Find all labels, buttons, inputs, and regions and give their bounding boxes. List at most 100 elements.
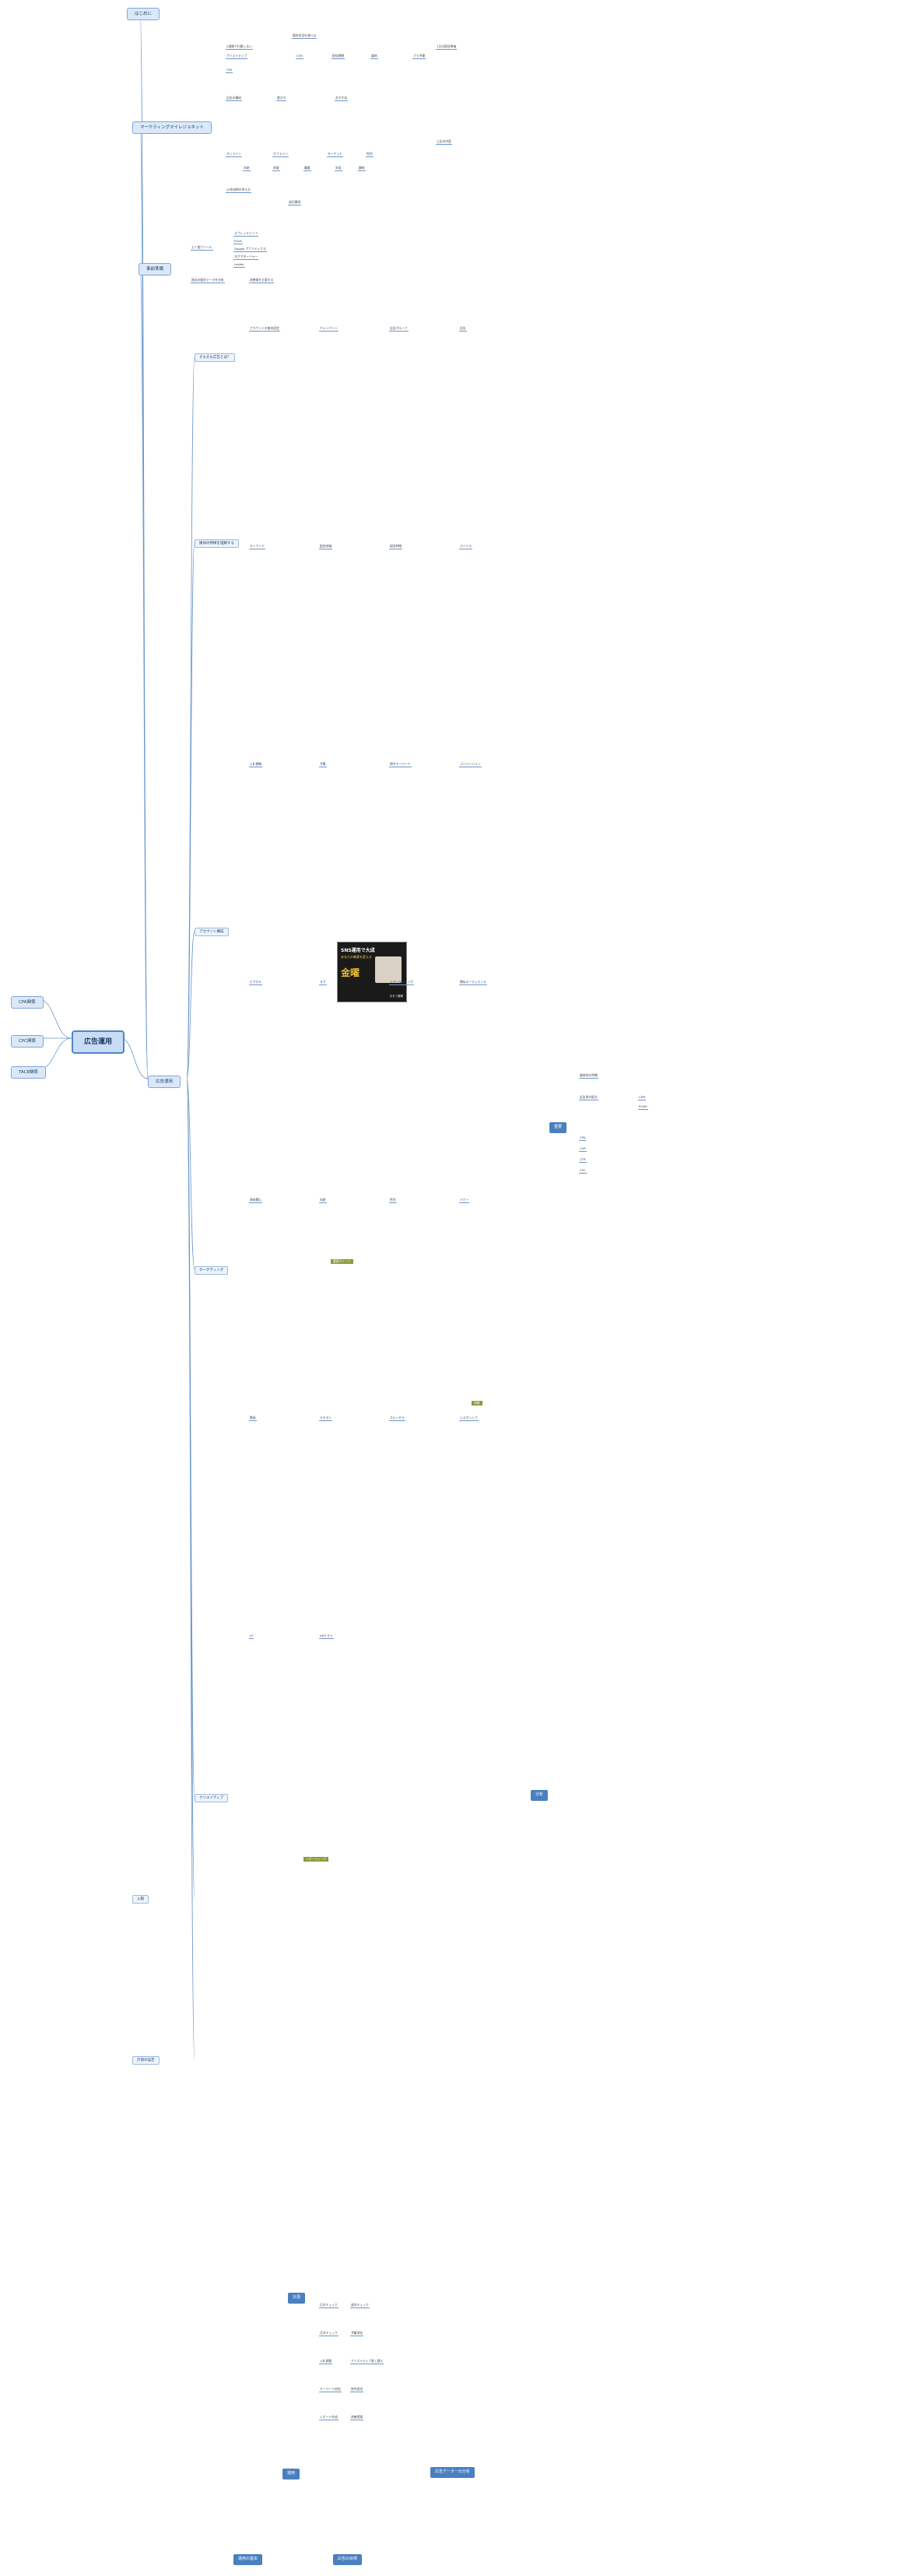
item-leaf-r: 年齢: [319, 1198, 327, 1203]
item-leaf-q: 興味関心: [249, 1198, 263, 1203]
bottom-right-analysis[interactable]: 広告データーの分析: [430, 2467, 475, 2478]
section-account-structure[interactable]: アカウント構成: [195, 928, 229, 937]
item-leaf-u: 動画: [249, 1416, 257, 1421]
item-leaf-x: レスポンシブ: [459, 1416, 479, 1421]
right-box-row-7: CPM: [638, 1095, 647, 1100]
ad-banner-gold-text: 金曜: [341, 967, 360, 978]
item-leaf-w: カルーセル: [389, 1416, 405, 1421]
bottom-leaf-3: 月次チェック: [319, 2331, 338, 2336]
connector: [186, 1078, 195, 1270]
connector: [186, 356, 195, 1079]
marketing-leaf-21: 年収: [335, 166, 342, 171]
item-leaf-c: 広告グループ: [389, 326, 409, 332]
mid-important-badge: 重要ポイント: [331, 1259, 353, 1265]
item-leaf-l: コンバージョン: [459, 762, 482, 767]
marketing-leaf-19: 地域: [272, 166, 280, 171]
marketing-leaf-8: 1日の配信単価: [436, 44, 458, 50]
marketing-leaf-10: 広告の構成: [226, 96, 242, 101]
item-leaf-b: キャンペーン: [319, 326, 338, 332]
connector: [186, 542, 195, 1079]
section-media-features[interactable]: 媒体の特徴を理解する: [195, 539, 239, 549]
item-leaf-s: 性別: [389, 1198, 397, 1203]
intro-node[interactable]: はじめに: [127, 8, 160, 21]
marketing-leaf-4: CVR: [296, 54, 303, 59]
connector: [186, 930, 195, 1079]
marketing-leaf-5: 配信期間: [331, 54, 346, 59]
connector: [120, 1037, 149, 1079]
bottom-leaf-8: 除外設定: [350, 2387, 364, 2392]
bottom-leaf-9: レポート作成: [319, 2415, 338, 2420]
marketing-leaf-18: 年齢: [243, 166, 251, 171]
bottom-leaf-5: 入札調整: [319, 2359, 333, 2364]
item-leaf-z: ABテスト: [319, 1634, 334, 1639]
right-box-row-8: ROAS: [638, 1104, 648, 1110]
marketing-leaf-2: 競合状況を調べる: [292, 33, 317, 39]
marketing-leaf-23: LP作成時の考え方: [226, 188, 251, 193]
item-leaf-y: LP: [249, 1634, 254, 1639]
right-box-row-6: CPC: [579, 1168, 587, 1174]
marketing-leaf-24: 成功事例: [288, 200, 302, 205]
item-leaf-k: 除外キーワード: [389, 762, 412, 767]
bottom-block-operation[interactable]: 運用: [282, 2469, 300, 2479]
item-leaf-a: アカウントの基本設定: [249, 326, 280, 332]
section-targeting[interactable]: ターゲティング: [195, 1266, 229, 1276]
section-entry[interactable]: 入稿: [132, 1895, 149, 1904]
connector: [38, 1037, 72, 1070]
left-branch-tace[interactable]: TACE関係: [11, 1066, 46, 1079]
ad-banner-caption: 今すぐ登録: [389, 995, 404, 998]
review-leaf-5: タグマネージャー: [233, 254, 259, 260]
item-leaf-h: デバイス: [459, 544, 473, 549]
item-leaf-v: テキスト: [319, 1416, 333, 1421]
marketing-leaf-7: プラ予算: [412, 54, 426, 59]
connector: [139, 265, 149, 1079]
item-leaf-t: バナー: [459, 1198, 470, 1203]
bottom-leaf-6: クリエイティブ差し替え: [350, 2359, 384, 2364]
connector: [186, 1078, 195, 2060]
marketing-leaf-11: 書き方: [276, 96, 287, 101]
item-leaf-e: キーワード: [249, 544, 265, 549]
bottom-block-measurement[interactable]: 計測: [288, 2293, 306, 2304]
marketing-leaf-6: 媒体: [370, 54, 378, 59]
marketing-leaf-12: おすすめ: [335, 96, 349, 101]
root-node[interactable]: 広告運用: [72, 1030, 125, 1055]
marketing-leaf-20: 職業: [303, 166, 311, 171]
item-leaf-j: 予算: [319, 762, 327, 767]
analysis-header[interactable]: 分析: [531, 1790, 549, 1801]
item-leaf-f: 配信地域: [319, 544, 333, 549]
section-measurement[interactable]: 計測の設定: [132, 2056, 160, 2065]
review-leaf-3: Excel: [233, 239, 244, 244]
connector: [38, 998, 72, 1039]
bottom-leaf-2: 週次チェック: [350, 2303, 370, 2308]
section-creative[interactable]: クリエイティブ: [195, 1794, 229, 1803]
right-box-row-2: 広告費の配分: [579, 1095, 598, 1100]
left-branch-cpc[interactable]: CPC関係: [11, 1035, 44, 1048]
bottom-block-basics[interactable]: 運用の基本: [233, 2554, 263, 2565]
marketing-leaf-9: CPA: [226, 68, 233, 73]
bottom-leaf-1: 日次チェック: [319, 2303, 338, 2308]
reporting-badge: レポーティング: [303, 1857, 329, 1862]
review-leaf-2: スプレッドシート: [233, 231, 259, 237]
right-box-row-4: CVR: [579, 1146, 587, 1152]
ad-banner-title: SNS運用で大成: [341, 948, 375, 953]
marketing-leaf-13: 上記の内容: [436, 139, 452, 145]
right-box-title[interactable]: 重要: [549, 1122, 567, 1133]
item-leaf-i: 入札戦略: [249, 762, 263, 767]
main-column-node[interactable]: 広告運用: [148, 1076, 181, 1089]
review-node[interactable]: 事前準備: [139, 263, 172, 276]
bottom-block-goal[interactable]: 広告の目標: [333, 2554, 363, 2565]
review-leaf-1: よく使うツール: [191, 245, 213, 251]
right-box-row-1: 媒体別の特徴: [579, 1073, 598, 1079]
marketing-node[interactable]: マーケティングマイレジョキット: [132, 121, 212, 135]
item-leaf-n: タグ: [319, 980, 327, 985]
item-leaf-m: ピクセル: [249, 980, 263, 985]
ad-banner-subtitle: あなたの集客を変える: [341, 955, 372, 959]
marketing-leaf-16: ターゲット: [327, 152, 343, 157]
marketing-leaf-22: 趣味: [358, 166, 366, 171]
ad-banner-image: SNS運用で大成 あなたの集客を変える 金曜 今すぐ登録: [337, 942, 407, 1002]
left-branch-cpa[interactable]: CPA関係: [11, 996, 44, 1009]
right-box-row-5: CTR: [579, 1157, 587, 1163]
item-leaf-d: 広告: [459, 326, 467, 332]
marketing-leaf-3: クリエイティブ: [226, 54, 248, 59]
section-what-is-ad[interactable]: そもそも広告とは？: [195, 353, 236, 363]
